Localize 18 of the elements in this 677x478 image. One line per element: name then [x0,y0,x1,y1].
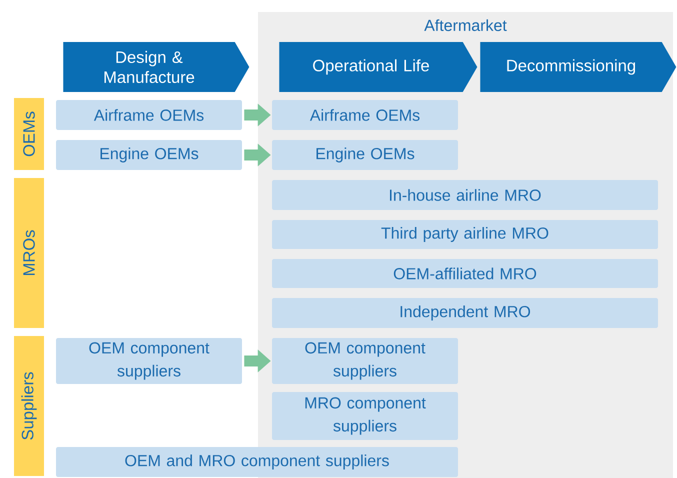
category-box: OEM and MRO component suppliers [56,446,458,477]
side-band: OEMs [14,98,44,170]
category-box: In-house airline MRO [272,180,658,210]
chevron-header: Design & Manufacture [63,42,250,92]
category-box: Engine OEMs [272,140,458,170]
side-band: MROs [14,178,44,328]
category-box: OEM-affiliated MRO [272,258,658,288]
category-box: OEM component suppliers [56,338,242,384]
category-box: OEM component suppliers [272,338,458,384]
side-band: Suppliers [14,336,44,476]
category-box: MRO component suppliers [272,392,458,440]
category-box: Airframe OEMs [56,100,242,130]
chevron-header: Decommissioning [480,42,676,92]
category-box: Third party airline MRO [272,220,658,249]
chevron-header: Operational Life [279,42,478,92]
category-box: Independent MRO [272,298,658,328]
category-box: Engine OEMs [56,140,242,170]
category-box: Airframe OEMs [272,100,458,130]
